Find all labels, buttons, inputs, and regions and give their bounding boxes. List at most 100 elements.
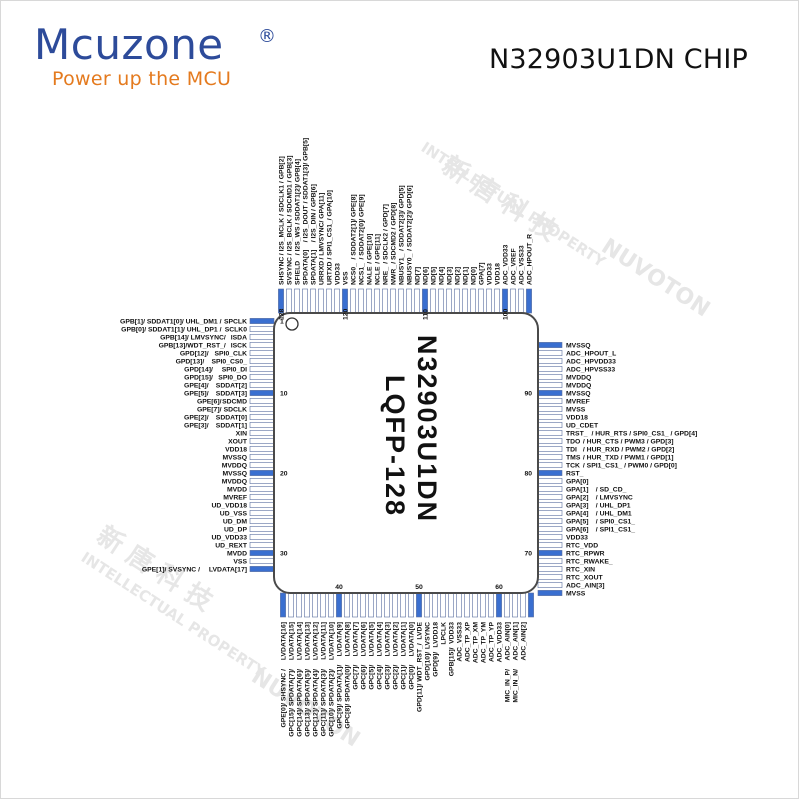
pin-104 xyxy=(470,288,476,314)
pin-label-102: VDD33 xyxy=(486,263,493,285)
pin-alt-6: GPD[13]/ xyxy=(176,358,205,365)
pin-label-34: LVDATA[15] xyxy=(288,622,295,660)
pin-9 xyxy=(249,382,275,388)
pin-92 xyxy=(537,374,563,380)
pin-label-89: MVREF xyxy=(566,398,590,405)
pin-59 xyxy=(488,592,494,618)
pin-alt-73: / SPI1_CS1_ xyxy=(596,526,636,533)
pin-number-70: 70 xyxy=(524,550,532,557)
pin-alt-39: GPC[10]/ SPDATA[2]/ xyxy=(328,669,335,737)
pin-alt-117: / GPE[10] xyxy=(366,234,373,264)
pin-number-50: 50 xyxy=(415,584,423,591)
pin-alt-7: GPD[14]/ xyxy=(184,366,213,373)
pin-65 xyxy=(537,590,563,596)
pin-76 xyxy=(537,502,563,508)
pin-18 xyxy=(249,454,275,460)
pin-label-22: MVDD xyxy=(227,486,247,493)
pin-111 xyxy=(414,288,420,314)
pin-52 xyxy=(432,592,438,618)
pin-label-57: ADC_TP_XM xyxy=(472,622,479,664)
pin-61 xyxy=(504,592,510,618)
pin-label-4: ISCK xyxy=(231,342,247,349)
pin-56 xyxy=(464,592,470,618)
pin-58 xyxy=(480,592,486,618)
pin-label-86: UD_CDET xyxy=(566,422,599,429)
pin-alt-125: / I2S_DOUT / SDDAT1[3]/ GPB[5] xyxy=(302,138,309,243)
pin-74 xyxy=(537,518,563,524)
pin-label-65: MVSS xyxy=(566,590,586,597)
pin-label-21: MVDDQ xyxy=(222,478,247,485)
pin-label-100: ADC_VDD33 xyxy=(502,244,509,285)
pin-alt-50: GPD[11]/ WDT_RST_/ xyxy=(416,643,423,712)
pin-102 xyxy=(486,288,492,314)
pin-label-99: ADC_VREF xyxy=(510,248,517,285)
pin-alt-74: / SPI0_CS1_ xyxy=(596,518,636,525)
pin-label-104: ND[0] xyxy=(470,267,477,285)
pin-label-108: ND[4] xyxy=(438,267,445,285)
pin-81 xyxy=(537,462,563,468)
pin-33 xyxy=(280,592,286,618)
pin-label-11: SDCMD xyxy=(222,398,247,405)
pin-label-32: LVDATA[17] xyxy=(209,566,247,573)
pin-label-95: ADC_HPOUT_L xyxy=(566,350,616,357)
pin-alt-77: / LMVSYNC xyxy=(596,494,633,501)
pin-label-105: ND[1] xyxy=(462,267,469,285)
pin-label-66: ADC_AIN[3] xyxy=(566,582,605,589)
pin-alt-81: / SPI1_CS1_ / PWM0 / GPD[0] xyxy=(583,462,677,469)
pin-label-61: ADC_AIN[0] xyxy=(504,622,511,661)
pin-118 xyxy=(358,288,364,314)
pin-label-36: LVDATA[13] xyxy=(304,622,311,660)
pin-label-78: GPA[1] xyxy=(566,486,589,493)
pin-label-87: VDD18 xyxy=(566,414,588,421)
pin-107 xyxy=(446,288,452,314)
pin-98 xyxy=(518,288,524,314)
pin-51 xyxy=(424,592,430,618)
pin-one-marker xyxy=(285,317,299,331)
pin-105 xyxy=(462,288,468,314)
pin-117 xyxy=(366,288,372,314)
pin-36 xyxy=(304,592,310,618)
pin-label-122: URTXD xyxy=(326,261,333,285)
pin-alt-51: GPD[10]/ xyxy=(424,652,431,681)
pin-label-112: NBUSY0_ xyxy=(406,253,413,285)
pin-label-25: UD_VSS xyxy=(220,510,248,517)
pin-90 xyxy=(537,390,563,396)
pin-alt-32: GPE[1]/ SVSYNC / xyxy=(142,566,200,573)
pin-alt-13: GPE[2]/ xyxy=(184,414,209,421)
pin-17 xyxy=(249,446,275,452)
pin-alt-83: / HUR_RXD / PWM2 / GPD[2] xyxy=(583,446,674,453)
pin-label-71: RTC_VDD xyxy=(566,542,598,549)
pin-label-88: MVSS xyxy=(566,406,586,413)
pin-112 xyxy=(406,288,412,314)
pin-number-20: 20 xyxy=(280,470,288,477)
pin-126 xyxy=(294,288,300,314)
registered-mark: ® xyxy=(258,26,276,47)
pin-70 xyxy=(537,550,563,556)
pin-69 xyxy=(537,558,563,564)
pin-label-73: GPA[6] xyxy=(566,526,589,533)
pin-alt-43: GPC[6]/ xyxy=(360,665,367,690)
pin-label-2: SCLK0 xyxy=(225,326,248,333)
pin-121 xyxy=(334,288,340,314)
pin-number-30: 30 xyxy=(280,550,288,557)
pin-label-8: SPI0_DO xyxy=(218,374,247,381)
chip-body xyxy=(273,312,539,594)
pin-63 xyxy=(520,592,526,618)
pin-124 xyxy=(310,288,316,314)
pin-label-90: MVSSQ xyxy=(566,390,591,397)
pin-37 xyxy=(312,592,318,618)
pin-label-47: LVDATA[2] xyxy=(392,622,399,656)
brand-logo: Mcuzone ® Power up the MCU xyxy=(34,22,276,91)
pin-number-100: 100 xyxy=(502,308,509,320)
pin-114 xyxy=(390,288,396,314)
pin-alt-85: / HUR_RTS / SPI0_CS1_ / GPD[4] xyxy=(592,430,698,437)
pin-alt-1: GPB[1]/ SDDAT1[0]/ UHL_DM1 / xyxy=(120,318,222,325)
pin-label-44: LVDATA[5] xyxy=(368,622,375,656)
pin-38 xyxy=(320,592,326,618)
pin-label-39: LVDATA[10] xyxy=(328,622,335,660)
pin-label-9: SDDAT[2] xyxy=(216,382,247,389)
pin-97 xyxy=(526,288,532,314)
pin-86 xyxy=(537,422,563,428)
pin-label-33: LVDATA[16] xyxy=(280,622,287,660)
